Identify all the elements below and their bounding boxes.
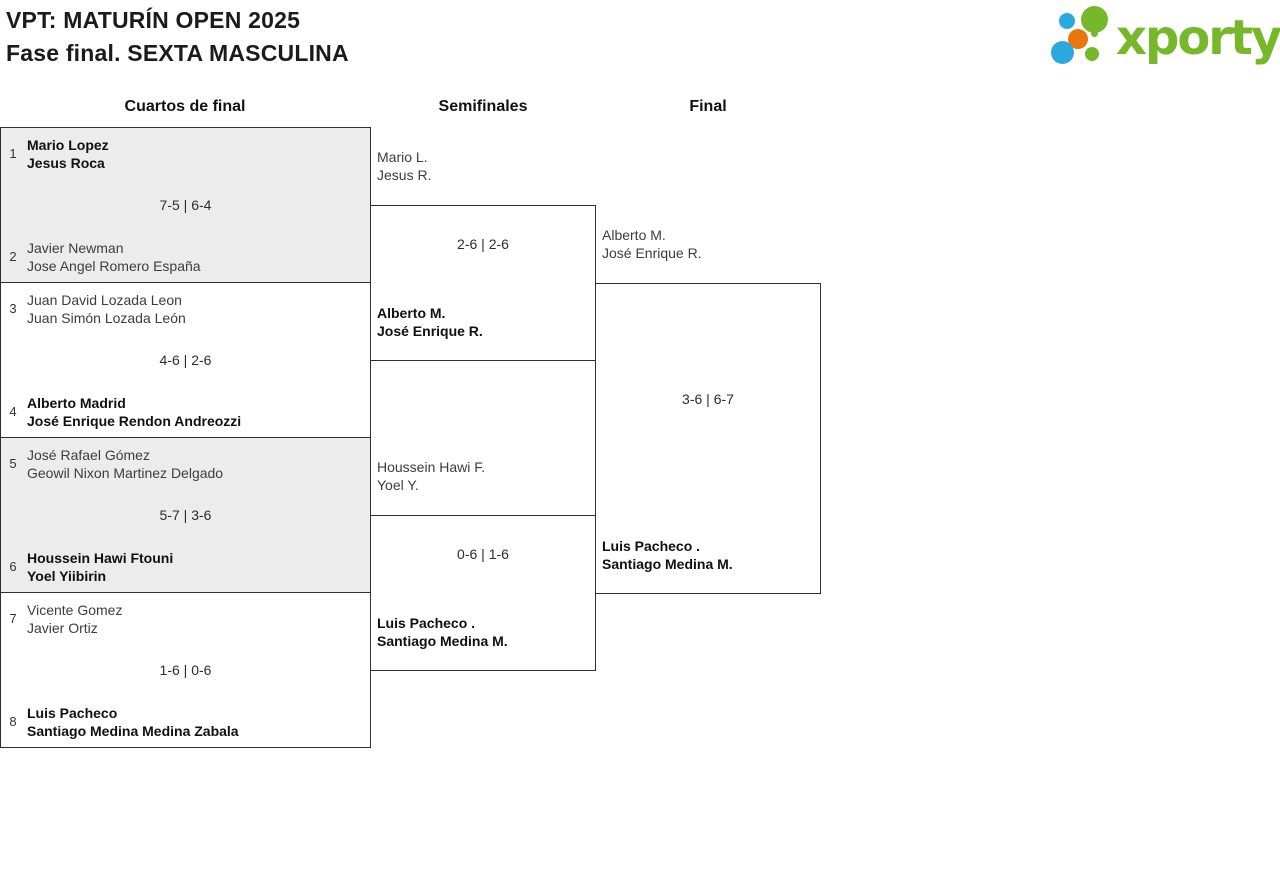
- player-name: Luis Pacheco: [27, 705, 118, 721]
- match-score: 5-7 | 3-6: [159, 507, 212, 523]
- match-box-qf2[interactable]: 3 Juan David Lozada Leon Juan Simón Loza…: [0, 282, 371, 438]
- player-name: Mario L.: [377, 149, 428, 165]
- seed-number: 7: [9, 611, 17, 626]
- team-names-sf2-bottom: Luis Pacheco . Santiago Medina M.: [377, 614, 589, 650]
- page-title: VPT: MATURÍN OPEN 2025 Fase final. SEXTA…: [6, 4, 349, 70]
- team-names-bottom: Alberto Madrid José Enrique Rendon Andre…: [27, 394, 363, 430]
- match-score: 2-6 | 2-6: [457, 236, 509, 252]
- match-box-qf4[interactable]: 7 Vicente Gomez Javier Ortiz 1-6 | 0-6 8…: [0, 592, 371, 748]
- player-name: Luis Pacheco .: [377, 615, 476, 631]
- round-header-semifinales: Semifinales: [438, 98, 528, 115]
- player-name: Yoel Yiibirin: [27, 568, 107, 584]
- round-header-final: Final: [689, 98, 727, 115]
- team-names-bottom: Javier Newman Jose Angel Romero España: [27, 239, 363, 275]
- tournament-title: VPT: MATURÍN OPEN 2025: [6, 7, 301, 33]
- xporty-logo[interactable]: xporty: [1045, 0, 1280, 72]
- match-score: 0-6 | 1-6: [457, 546, 509, 562]
- team-names-bottom: Luis Pacheco Santiago Medina Medina Zaba…: [27, 704, 363, 740]
- player-name: Alberto M.: [377, 305, 446, 321]
- match-box-final[interactable]: 3-6 | 6-7 Luis Pacheco . Santiago Medina…: [595, 283, 821, 594]
- seed-number: 3: [9, 301, 17, 316]
- player-name: José Enrique Rendon Andreozzi: [27, 413, 242, 429]
- logo-wordmark: xporty: [1116, 10, 1280, 66]
- team-names-bottom: Houssein Hawi Ftouni Yoel Yiibirin: [27, 549, 363, 585]
- player-name: Geowil Nixon Martinez Delgado: [27, 465, 224, 481]
- team-names-sf2-top: Houssein Hawi F. Yoel Y.: [377, 458, 595, 494]
- player-name: Alberto M.: [602, 227, 666, 243]
- player-name: Houssein Hawi Ftouni: [27, 550, 174, 566]
- logo-dot-green-big-icon: [1081, 6, 1108, 33]
- match-score: 3-6 | 6-7: [682, 391, 734, 407]
- player-name: Juan David Lozada Leon: [27, 292, 182, 308]
- player-name: Jesus Roca: [27, 155, 105, 171]
- team-names-top: Mario Lopez Jesus Roca: [27, 136, 363, 172]
- seed-number: 6: [9, 559, 17, 574]
- player-name: José Enrique R.: [602, 245, 702, 261]
- player-name: Santiago Medina M.: [377, 633, 508, 649]
- team-names-final-top: Alberto M. José Enrique R.: [602, 226, 820, 262]
- seed-number: 2: [9, 249, 17, 264]
- player-name: Jesus R.: [377, 167, 432, 183]
- player-name: Jose Angel Romero España: [27, 258, 201, 274]
- player-name: Alberto Madrid: [27, 395, 126, 411]
- player-name: Vicente Gomez: [27, 602, 123, 618]
- player-name: José Enrique R.: [377, 323, 483, 339]
- player-name: Luis Pacheco .: [602, 538, 701, 554]
- logo-dot-blue-top-icon: [1059, 13, 1075, 29]
- player-name: Javier Ortiz: [27, 620, 98, 636]
- round-header-cuartos: Cuartos de final: [124, 98, 246, 115]
- player-name: Juan Simón Lozada León: [27, 310, 186, 326]
- logo-dot-green-small-icon: [1085, 47, 1099, 61]
- player-name: Yoel Y.: [377, 477, 419, 493]
- team-names-final-bottom: Luis Pacheco . Santiago Medina M.: [602, 537, 814, 573]
- logo-dot-green-tiny-icon: [1091, 30, 1098, 37]
- match-box-qf1[interactable]: 1 Mario Lopez Jesus Roca 7-5 | 6-4 2 Jav…: [0, 127, 371, 283]
- player-name: Santiago Medina Medina Zabala: [27, 723, 239, 739]
- team-names-sf1-top: Mario L. Jesus R.: [377, 148, 595, 184]
- match-score: 1-6 | 0-6: [159, 662, 212, 678]
- match-box-sf1[interactable]: 2-6 | 2-6 Alberto M. José Enrique R.: [370, 205, 596, 361]
- seed-number: 8: [9, 714, 17, 729]
- match-score: 7-5 | 6-4: [159, 197, 212, 213]
- team-names-sf1-bottom: Alberto M. José Enrique R.: [377, 304, 589, 340]
- team-names-top: Juan David Lozada Leon Juan Simón Lozada…: [27, 291, 363, 327]
- player-name: José Rafael Gómez: [27, 447, 150, 463]
- player-name: Mario Lopez: [27, 137, 109, 153]
- player-name: Santiago Medina M.: [602, 556, 733, 572]
- player-name: Javier Newman: [27, 240, 124, 256]
- player-name: Houssein Hawi F.: [377, 459, 486, 475]
- team-names-top: Vicente Gomez Javier Ortiz: [27, 601, 363, 637]
- seed-number: 1: [9, 146, 17, 161]
- seed-number: 4: [9, 404, 17, 419]
- logo-dot-orange-icon: [1068, 29, 1088, 49]
- match-box-sf2[interactable]: 0-6 | 1-6 Luis Pacheco . Santiago Medina…: [370, 515, 596, 671]
- logo-dot-blue-big-icon: [1051, 41, 1074, 64]
- team-names-top: José Rafael Gómez Geowil Nixon Martinez …: [27, 446, 363, 482]
- seed-number: 5: [9, 456, 17, 471]
- phase-subtitle: Fase final. SEXTA MASCULINA: [6, 40, 349, 66]
- match-score: 4-6 | 2-6: [159, 352, 212, 368]
- match-box-qf3[interactable]: 5 José Rafael Gómez Geowil Nixon Martine…: [0, 437, 371, 593]
